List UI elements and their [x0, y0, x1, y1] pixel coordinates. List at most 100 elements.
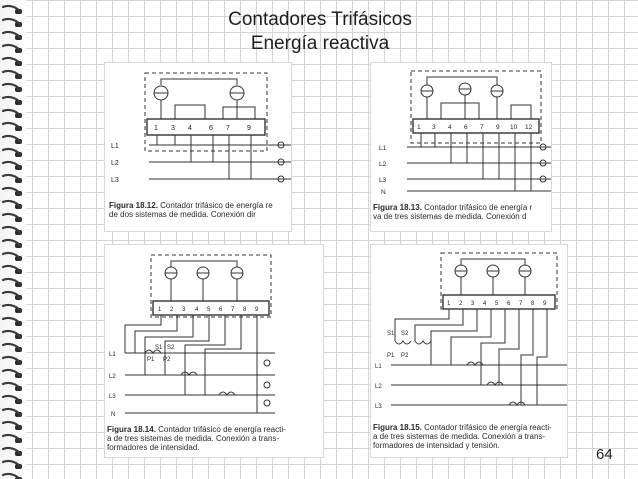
terminal-label: 9 [496, 124, 500, 131]
terminal-label: 6 [464, 124, 468, 131]
ct-label: P2 [163, 357, 171, 363]
spiral-ring [1, 407, 22, 417]
terminal-label: 9 [255, 307, 259, 313]
terminal-label: 9 [543, 301, 547, 307]
terminal-label: 8 [531, 301, 535, 307]
spiral-ring [1, 381, 22, 391]
figure-caption: Figura 18.15. Contador trifásico de ener… [373, 423, 552, 450]
figure-number: Figura 18.15. [373, 423, 422, 432]
terminal-label: 1 [158, 307, 162, 313]
figure-caption: Figura 18.12. Contador trifásico de ener… [109, 201, 273, 219]
figure-number: Figura 18.13. [373, 203, 422, 212]
line-label: L3 [375, 404, 382, 410]
terminal-label: 3 [182, 307, 186, 313]
spiral-ring [1, 238, 22, 248]
terminal-label: 2 [170, 307, 174, 313]
caption-line: a de tres sistemas de medida. Conexión a… [373, 432, 546, 441]
terminal-label: 3 [471, 301, 475, 307]
spiral-ring [1, 459, 22, 469]
spiral-ring [1, 277, 22, 287]
line-label: N [111, 412, 115, 418]
spiral-ring [1, 264, 22, 274]
terminal-label: 12 [525, 124, 533, 131]
spiral-ring [1, 329, 22, 339]
spiral-ring [1, 160, 22, 170]
terminal-label: 4 [448, 124, 452, 131]
terminal-label: 7 [480, 124, 484, 131]
caption-line: va de tres sistemas de medida. Conexión … [373, 212, 527, 221]
line-label: N [381, 189, 386, 196]
wiring-diagram-18-14: 1 2 3 4 5 6 7 8 9 L1 L2 L3 N S1 S2 P1 P2 [109, 254, 275, 418]
spiral-ring [1, 108, 22, 118]
caption-line: Contador trifásico de energía re [160, 201, 273, 210]
terminal-label: 7 [226, 125, 230, 132]
terminal-label: 4 [483, 301, 487, 307]
spiral-ring [1, 17, 22, 27]
ct-label: S2 [167, 345, 175, 351]
line-label: L1 [109, 352, 116, 358]
terminal-label: 4 [195, 307, 199, 313]
terminal-label: 7 [231, 307, 235, 313]
figure-18-15: 1 2 3 4 5 6 7 8 9 L1 L2 L3 S1 S2 P1 P2 F… [370, 244, 568, 458]
terminal-label: 8 [243, 307, 247, 313]
terminal-label: 5 [207, 307, 211, 313]
figure-caption: Figura 18.14. Contador trifásico de ener… [107, 425, 286, 452]
line-label: L3 [379, 177, 387, 184]
figure-number: Figura 18.12. [109, 201, 158, 210]
spiral-ring [1, 355, 22, 365]
spiral-ring [1, 290, 22, 300]
line-label: L1 [375, 364, 382, 370]
line-label: L2 [109, 374, 116, 380]
terminal-label: 6 [209, 125, 213, 132]
line-label: L2 [379, 161, 387, 168]
spiral-ring [1, 251, 22, 261]
caption-line: Contador trifásico de energía reacti- [424, 423, 552, 432]
spiral-ring [1, 186, 22, 196]
terminal-label: 7 [519, 301, 523, 307]
spiral-ring [1, 303, 22, 313]
ct-label: S2 [401, 331, 409, 337]
title-line-1: Contadores Trifásicos [228, 9, 412, 30]
line-label: L2 [111, 160, 119, 167]
terminal-label: 10 [510, 124, 518, 131]
caption-line: Contador trifásico de energía r [424, 203, 533, 212]
spiral-ring [1, 121, 22, 131]
title-line-2: Energía reactiva [250, 33, 390, 54]
spiral-ring [1, 446, 22, 456]
ct-label: S1 [387, 331, 395, 337]
spiral-ring [1, 56, 22, 66]
ct-label: P2 [401, 353, 409, 359]
page-number: 64 [596, 446, 613, 463]
caption-line: formadores de intensidad y tensión. [373, 441, 500, 450]
terminal-label: 3 [171, 125, 175, 132]
figure-18-12: 1 3 4 6 7 9 L1 L2 L3 Figura 18.12. Conta… [104, 62, 292, 232]
terminal-label: 2 [459, 301, 463, 307]
caption-line: formadores de intensidad. [107, 443, 200, 452]
wiring-diagram-18-15: 1 2 3 4 5 6 7 8 9 L1 L2 L3 S1 S2 P1 P2 [375, 252, 567, 410]
spiral-ring [1, 316, 22, 326]
figure-18-13: 1 3 4 6 7 9 10 12 L1 L2 L3 N Figura 18.1… [370, 62, 552, 232]
terminal-label: 6 [507, 301, 511, 307]
line-label: L3 [111, 177, 119, 184]
spiral-ring [1, 368, 22, 378]
figure-18-14: 1 2 3 4 5 6 7 8 9 L1 L2 L3 N S1 S2 P1 P2… [104, 244, 324, 458]
line-label: L1 [111, 143, 119, 150]
terminal-label: 3 [432, 124, 436, 131]
spiral-ring [1, 147, 22, 157]
ct-label: P1 [147, 357, 155, 363]
ct-label: S1 [155, 345, 163, 351]
spiral-ring [1, 43, 22, 53]
spiral-ring [1, 472, 21, 479]
spiral-ring [1, 225, 22, 235]
spiral-ring [1, 433, 22, 443]
terminal-label: 6 [219, 307, 223, 313]
line-label: L2 [375, 384, 382, 390]
spiral-ring [1, 394, 22, 404]
figure-number: Figura 18.14. [107, 425, 156, 434]
line-label: L3 [109, 394, 116, 400]
caption-line: de dos sistemas de medida. Conexión dir [109, 210, 256, 219]
spiral-ring [1, 30, 22, 40]
spiral-ring [1, 69, 22, 79]
terminal-label: 4 [188, 125, 192, 132]
spiral-ring [1, 342, 22, 352]
